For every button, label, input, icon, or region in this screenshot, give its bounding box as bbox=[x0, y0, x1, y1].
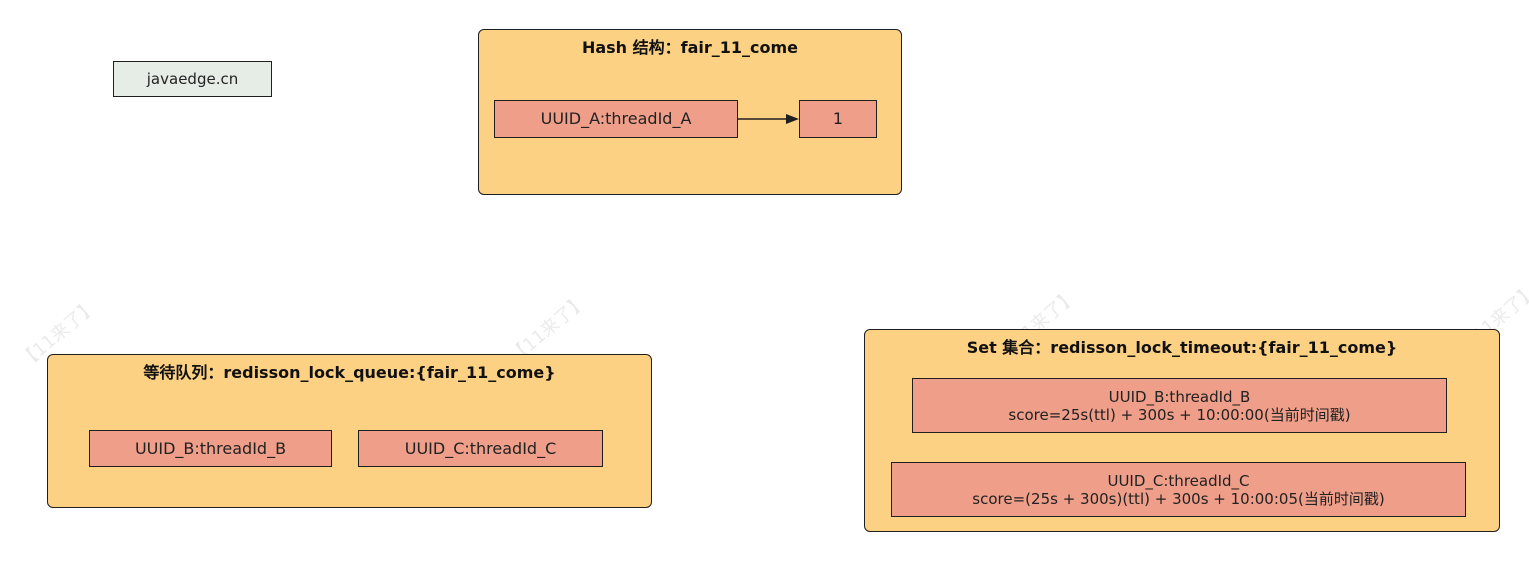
waiting-queue-panel: 等待队列：redisson_lock_queue:{fair_11_come} bbox=[47, 354, 652, 508]
hash-key-to-value-arrow bbox=[738, 114, 799, 124]
brand-label: javaedge.cn bbox=[113, 61, 272, 97]
hash-panel-title: Hash 结构：fair_11_come bbox=[581, 38, 799, 57]
queue-item: UUID_B:threadId_B bbox=[89, 430, 332, 467]
set-entry: UUID_B:threadId_B score=25s(ttl) + 300s … bbox=[912, 378, 1447, 433]
set-entry: UUID_C:threadId_C score=(25s + 300s)(ttl… bbox=[891, 462, 1466, 517]
set-panel-title: Set 集合：redisson_lock_timeout:{fair_11_co… bbox=[966, 338, 1398, 357]
set-entry-score: score=(25s + 300s)(ttl) + 300s + 10:00:0… bbox=[972, 489, 1385, 508]
queue-item: UUID_C:threadId_C bbox=[358, 430, 603, 467]
set-entry-member: UUID_B:threadId_B bbox=[1108, 387, 1251, 406]
hash-key-node: UUID_A:threadId_A bbox=[494, 100, 738, 138]
hash-value-node: 1 bbox=[799, 100, 877, 138]
set-entry-member: UUID_C:threadId_C bbox=[1107, 471, 1250, 490]
set-entry-score: score=25s(ttl) + 300s + 10:00:00(当前时间戳) bbox=[1008, 405, 1351, 424]
queue-panel-title: 等待队列：redisson_lock_queue:{fair_11_come} bbox=[143, 363, 556, 382]
